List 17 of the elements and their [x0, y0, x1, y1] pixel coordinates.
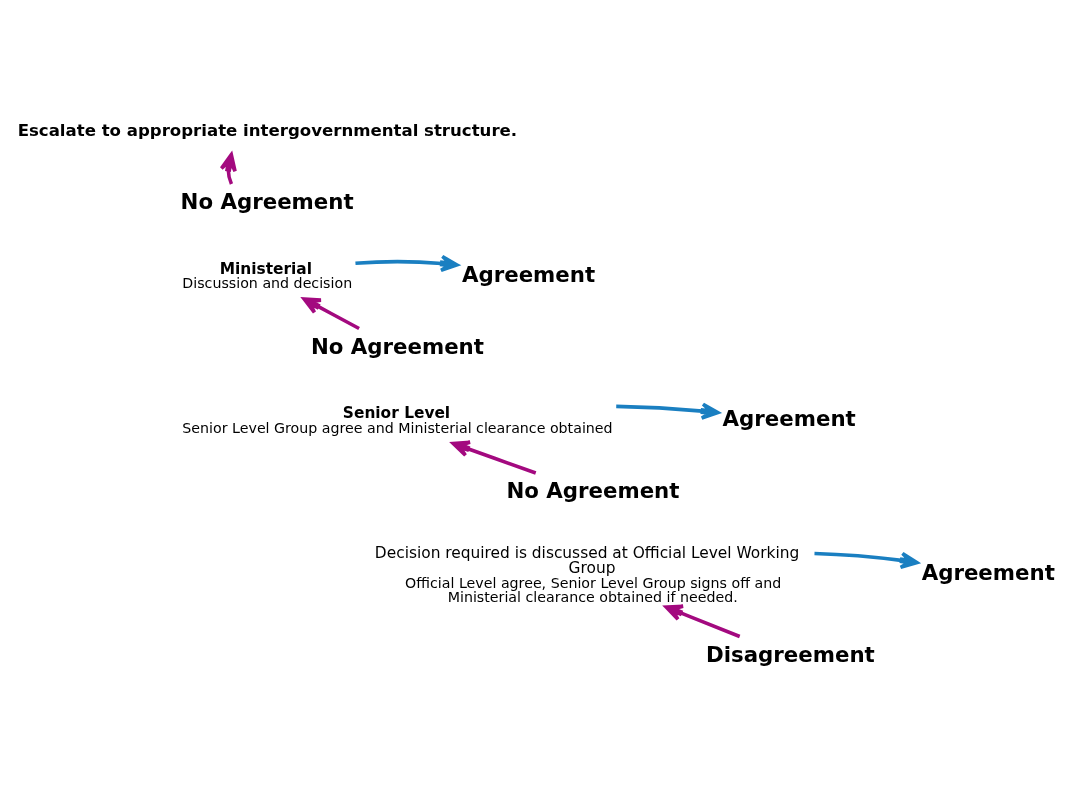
node-text: Decision required is discussed at Official Level Working Group Official Level agree, Senior Level Group signs off and Ministerial clearance obtained if needed.: [374, 543, 800, 605]
arrow: [451, 440, 537, 475]
node-text: Agreement: [921, 560, 1055, 586]
arrow: [302, 297, 360, 331]
arrow: [664, 604, 741, 639]
arrow: [814, 551, 919, 570]
node-text: No Agreement: [506, 478, 680, 504]
node-text: No Agreement: [180, 189, 354, 215]
node-text: Escalate to appropriate intergovernmental structure.: [17, 121, 518, 141]
node-text: Ministerial Discussion and decision: [182, 259, 353, 292]
node-text: Agreement: [722, 406, 856, 432]
node-text: Senior Level Senior Level Group agree and Ministerial clearance obtained: [182, 404, 613, 436]
arrow: [616, 402, 720, 420]
node-text: No Agreement: [310, 333, 484, 359]
node-text: Disagreement: [706, 641, 875, 667]
arrow: [355, 254, 459, 273]
node-text: Agreement: [461, 261, 596, 287]
